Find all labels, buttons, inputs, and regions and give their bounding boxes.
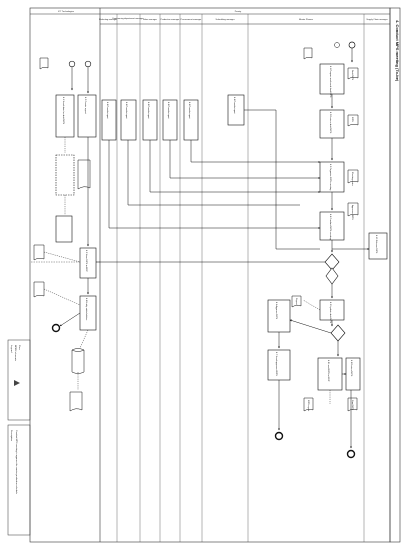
lane-label: Sales manager	[143, 18, 157, 21]
lane-label: Production manager	[161, 18, 180, 21]
task-label: 4.4 Provide input	[106, 102, 109, 119]
document-icon	[33, 281, 45, 298]
database-icon	[71, 348, 85, 374]
task-box	[227, 94, 245, 126]
task-box	[319, 211, 345, 241]
task-box	[142, 99, 158, 141]
task-box	[183, 99, 199, 141]
pool-label: Peanty	[235, 10, 242, 13]
legend-title: Legend	[10, 345, 12, 353]
gateway-diamond	[325, 267, 339, 285]
start-event	[68, 60, 76, 68]
document-label: Meeting notes	[351, 172, 354, 187]
task-box	[319, 161, 345, 193]
document-icon	[347, 397, 358, 412]
document-icon	[347, 169, 359, 184]
task-label: 4.6 Approve MPS	[275, 302, 278, 320]
notes-title: Description	[10, 430, 13, 442]
task-label: 4.4 Provide input	[167, 102, 170, 119]
document-icon	[291, 295, 302, 308]
document-label: Report	[295, 298, 298, 305]
task-box	[55, 94, 75, 138]
task-label: 4.1 Prepare and send draft MPS	[329, 66, 332, 98]
title-bar	[389, 7, 401, 543]
task-label: 4.3 Organise MPS meeting	[329, 164, 332, 191]
task-label: 4.3 Store MPS in ERP	[85, 250, 88, 272]
start-event	[348, 41, 356, 49]
document-label: Approved MPS	[351, 205, 354, 220]
task-box	[55, 215, 73, 243]
task-label: 4.4 Provide input	[147, 102, 150, 119]
task-label: 4.4 Provide input	[188, 102, 191, 119]
task-label: 4.1 Send data for draft MPS	[62, 97, 65, 125]
task-label: 4.8 Load MPS in ERP	[327, 360, 329, 382]
intermediate-event	[84, 60, 92, 68]
document-icon	[347, 114, 359, 127]
lane-label: Marketing manager	[99, 18, 117, 21]
document-icon	[347, 202, 359, 217]
notes-box	[7, 424, 31, 536]
diagram-title: 4. Conduct MPS meeting (To-be)	[395, 20, 400, 82]
task-label: 4.4 Notify stakeholders	[85, 298, 88, 321]
lane-label: Procurement manager	[181, 18, 202, 21]
task-box	[267, 349, 291, 381]
task-box	[345, 357, 361, 391]
document-icon	[69, 391, 83, 412]
left-lane-label: ICT Technologies	[58, 11, 74, 13]
task-box	[319, 63, 345, 95]
task-label: 4.4 Provide input	[233, 97, 236, 114]
end-event	[51, 323, 61, 333]
task-box	[317, 357, 343, 391]
task-box	[79, 295, 97, 331]
legend-line: BPMN elements	[14, 345, 17, 362]
document-label: Final MPS	[351, 400, 353, 411]
task-label: 4.5 Update draft MPS	[329, 302, 332, 324]
document-icon	[347, 67, 359, 80]
task-box	[368, 232, 388, 260]
task-label: 4.10 Release MPS	[375, 235, 377, 254]
task-label: 4.2 Review draft MPS	[329, 112, 332, 134]
lane-label: Supply Chain manager	[366, 18, 387, 21]
task-box	[79, 247, 97, 279]
document-label: MPS report	[307, 400, 310, 411]
legend-box	[7, 339, 31, 421]
task-box	[319, 299, 345, 321]
document-icon	[303, 397, 314, 412]
legend-arrow-icon	[14, 380, 20, 386]
end-event	[274, 431, 284, 441]
task-box	[101, 99, 117, 141]
task-box	[77, 94, 97, 138]
task-label: 4.7 Send approved MPS	[275, 352, 278, 376]
end-event	[346, 449, 356, 459]
task-box	[267, 299, 291, 333]
task-label: 4.9 Review MPS	[350, 360, 352, 377]
legend-line: Flow	[18, 345, 20, 350]
document-label: MPS	[351, 117, 353, 122]
lane-label: Scheduling manager	[215, 18, 234, 21]
task-box	[162, 99, 178, 141]
document-icon	[303, 47, 313, 60]
document-label: Draft MPS	[351, 70, 354, 81]
task-box	[120, 99, 137, 141]
task-label: 4.4 Conduct MPS meeting	[329, 214, 332, 240]
lane-label: Engineering department manager	[113, 17, 144, 20]
document-icon	[39, 57, 49, 70]
lane-label: Master Planner	[299, 18, 313, 21]
document-icon	[33, 244, 45, 261]
task-box	[55, 154, 75, 196]
gateway-diamond	[330, 324, 346, 342]
task-label: 4.2 Create report	[84, 97, 87, 114]
task-label: 4.4 Provide input	[125, 102, 128, 119]
start-event	[334, 42, 340, 48]
task-box	[319, 109, 345, 139]
document-icon	[77, 159, 91, 190]
notes-text: Conduct MPS meeting to approve the maste…	[15, 430, 18, 495]
